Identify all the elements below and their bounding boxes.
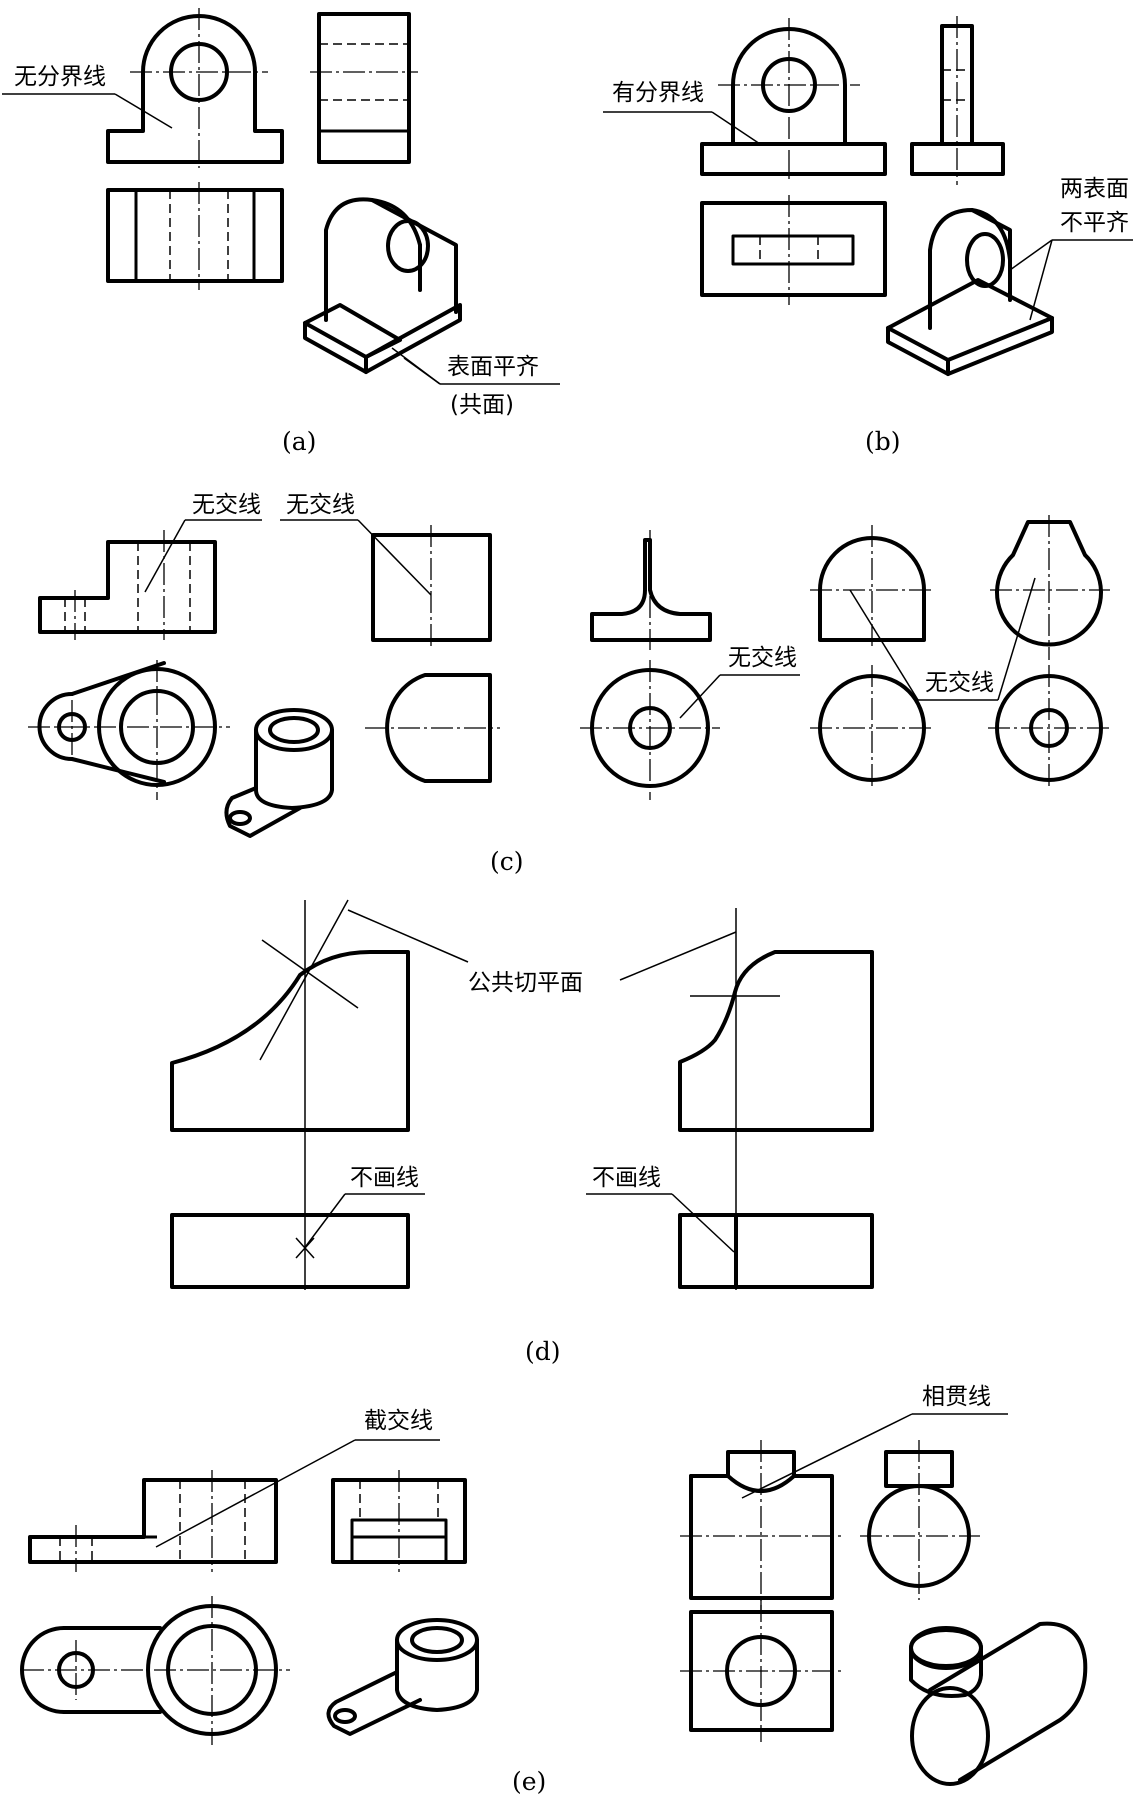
caption-b: (b) (865, 427, 901, 456)
panel-c-labels: 无交线 无交线 无交线 无交线 (c) (144, 492, 1036, 876)
label-common-tangent-plane: 公共切平面 (468, 970, 583, 996)
label-intersection-line: 相贯线 (922, 1384, 991, 1410)
panel-d-left-front-view (170, 899, 410, 1290)
panel-d-right-front-view (678, 908, 874, 1290)
panel-c-left-top-view (28, 660, 230, 800)
panel-a-top-view (106, 182, 284, 290)
panel-d: 公共切平面 不画线 不画线 (d) (170, 899, 874, 1366)
panel-a: 无分界线 表面平齐 (共面) (a) (2, 8, 560, 456)
label-has-boundary: 有分界线 (612, 80, 704, 106)
label-no-line-right: 不画线 (592, 1165, 661, 1191)
label-surfaces-flush: 表面平齐 (447, 354, 539, 380)
label-no-intersection-4: 无交线 (925, 670, 994, 696)
panel-e-left-top-view (20, 1596, 290, 1745)
label-no-intersection-2: 无交线 (286, 492, 355, 518)
label-coplanar: (共面) (450, 392, 514, 418)
panel-e-labels: 截交线 相贯线 (e) (155, 1384, 1008, 1796)
label-not-flush: 不平齐 (1060, 210, 1129, 236)
panel-d-labels: 公共切平面 不画线 不画线 (d) (305, 909, 737, 1366)
panel-b: 有分界线 两表面 不平齐 (b) (603, 16, 1133, 456)
panel-c-left-right-view-d (365, 673, 500, 783)
panel-e-left-front-view (28, 1470, 278, 1572)
panel-a-side-view (310, 12, 418, 164)
panel-e-left-side-view (331, 1470, 467, 1572)
panel-b-front-view (700, 18, 887, 180)
label-no-intersection-1: 无交线 (192, 492, 261, 518)
panel-e: 截交线 相贯线 (e) (20, 1384, 1088, 1796)
caption-c: (c) (490, 847, 524, 876)
panel-b-side-view (910, 16, 1005, 185)
panel-c-left-front-view (38, 530, 217, 640)
panel-e-right-front-view (680, 1440, 845, 1610)
panel-b-labels: 有分界线 两表面 不平齐 (b) (603, 80, 1133, 456)
panel-e-right-isometric (909, 1621, 1088, 1786)
caption-e: (e) (512, 1767, 546, 1796)
panel-a-labels: 无分界线 表面平齐 (共面) (a) (2, 64, 560, 456)
panel-d-left-top-view (170, 1213, 410, 1289)
panel-e-right-top-view (680, 1600, 845, 1742)
label-no-intersection-3: 无交线 (728, 645, 797, 671)
panel-c-left-isometric (224, 708, 334, 838)
label-section-line: 截交线 (364, 1408, 433, 1434)
caption-d: (d) (525, 1337, 561, 1366)
panel-a-front-view (106, 8, 284, 168)
panel-c-right-cone-sphere (988, 515, 1112, 790)
panel-e-left-isometric (326, 1618, 479, 1736)
panel-e-right-side-view (860, 1440, 980, 1600)
panel-c-left-side-view (371, 525, 492, 650)
panel-b-top-view (700, 195, 887, 305)
caption-a: (a) (282, 427, 316, 456)
panel-a-isometric (303, 197, 462, 374)
panel-d-right-top-view (678, 1213, 874, 1289)
panel-c-right-cylinder (580, 530, 720, 800)
label-no-line-left: 不画线 (350, 1165, 419, 1191)
panel-c: 无交线 无交线 无交线 无交线 (c) (28, 492, 1112, 876)
panel-c-right-dome (810, 525, 934, 790)
label-two-surfaces: 两表面 (1060, 176, 1129, 202)
panel-b-isometric (886, 208, 1054, 376)
label-no-boundary: 无分界线 (14, 64, 106, 90)
